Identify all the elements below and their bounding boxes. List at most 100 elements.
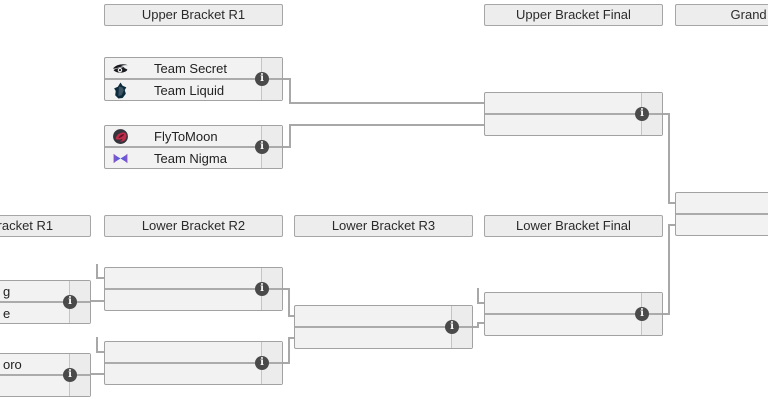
- team-name[interactable]: g: [3, 283, 11, 299]
- header-grand-final: Grand Final: [675, 4, 768, 26]
- team-row-empty: [485, 315, 662, 335]
- match-info-icon[interactable]: i: [635, 107, 649, 121]
- team-row-clipped[interactable]: g: [0, 281, 90, 301]
- row-divider: [485, 113, 662, 115]
- row-divider: [0, 301, 90, 303]
- bracket-connector: [283, 288, 289, 290]
- team-row-empty: [105, 364, 282, 384]
- bracket-connector: [91, 373, 104, 375]
- bracket-connector: [288, 288, 290, 317]
- header-lower-bracket-r2: Lower Bracket R2: [104, 215, 283, 237]
- match-info-icon[interactable]: i: [255, 356, 269, 370]
- team-row-empty: [485, 115, 662, 135]
- match-lb-r1-2: oro i: [0, 353, 91, 397]
- empty-logo-slot: [492, 317, 509, 334]
- score-cell: [69, 376, 90, 396]
- team-row-empty: [676, 193, 768, 213]
- team-liquid-logo: [112, 82, 129, 99]
- row-divider: [105, 78, 282, 80]
- loser-drop-connector: [96, 351, 104, 353]
- match-lb-r3: i: [294, 305, 473, 349]
- team-nigma-logo: [112, 150, 129, 167]
- empty-logo-slot: [112, 270, 129, 287]
- bracket-connector: [289, 102, 484, 104]
- loser-drop-connector: [477, 288, 479, 303]
- bracket-connector: [668, 224, 675, 226]
- team-row-empty: [676, 215, 768, 235]
- empty-logo-slot: [302, 308, 319, 325]
- header-lower-bracket-r3: Lower Bracket R3: [294, 215, 473, 237]
- bracket-connector: [289, 124, 484, 126]
- match-ub-r1-1: Team Secret Team Liquid i: [104, 57, 283, 101]
- bracket-connector: [663, 113, 670, 115]
- bracket-connector: [283, 78, 291, 80]
- empty-logo-slot: [112, 366, 129, 383]
- loser-drop-connector: [96, 264, 98, 279]
- loser-drop-connector: [477, 302, 484, 304]
- bracket-connector: [283, 362, 289, 364]
- score-cell: [261, 364, 282, 384]
- header-upper-bracket-final: Upper Bracket Final: [484, 4, 663, 26]
- empty-logo-slot: [112, 292, 129, 309]
- loser-drop-connector: [96, 277, 104, 279]
- match-info-icon[interactable]: i: [255, 282, 269, 296]
- team-row-team-liquid[interactable]: Team Liquid: [105, 80, 282, 100]
- bracket-connector: [477, 322, 479, 328]
- match-info-icon[interactable]: i: [63, 368, 77, 382]
- bracket-connector: [668, 113, 670, 204]
- score-cell: [451, 328, 472, 348]
- bracket-connector: [289, 124, 291, 148]
- bracket-connector: [288, 315, 294, 317]
- score-cell: [261, 148, 282, 168]
- match-lb-final: i: [484, 292, 663, 336]
- header-lower-bracket-r1: Lower Bracket R1: [0, 215, 91, 237]
- flytomoon-logo: [112, 128, 129, 145]
- row-divider: [676, 213, 768, 215]
- bracket-connector: [473, 326, 479, 328]
- score-cell: [69, 303, 90, 323]
- empty-logo-slot: [302, 330, 319, 347]
- team-name[interactable]: e: [3, 305, 11, 321]
- loser-drop-connector: [96, 337, 98, 352]
- match-grand-final: [675, 192, 768, 236]
- team-row-empty: [105, 290, 282, 310]
- empty-logo-slot: [112, 344, 129, 361]
- bracket-connector: [668, 202, 675, 204]
- team-name[interactable]: oro: [3, 356, 22, 372]
- match-info-icon[interactable]: i: [445, 320, 459, 334]
- team-row-clipped[interactable]: e: [0, 303, 90, 323]
- team-name[interactable]: FlyToMoon: [154, 128, 218, 144]
- match-lb-r2-1: i: [104, 267, 283, 311]
- bracket-connector: [477, 322, 484, 324]
- team-row-clipped[interactable]: [0, 376, 90, 396]
- score-cell: [641, 115, 662, 135]
- bracket-connector: [288, 337, 294, 339]
- header-lower-bracket-final: Lower Bracket Final: [484, 215, 663, 237]
- match-ub-r1-2: FlyToMoon Team Nigma i: [104, 125, 283, 169]
- match-info-icon[interactable]: i: [255, 140, 269, 154]
- bracket-connector: [663, 313, 670, 315]
- empty-logo-slot: [492, 117, 509, 134]
- header-upper-bracket-r1: Upper Bracket R1: [104, 4, 283, 26]
- match-info-icon[interactable]: i: [63, 295, 77, 309]
- team-name[interactable]: Team Liquid: [154, 82, 225, 98]
- empty-logo-slot: [683, 217, 700, 234]
- match-info-icon[interactable]: i: [255, 72, 269, 86]
- empty-logo-slot: [683, 195, 700, 212]
- score-cell: [641, 315, 662, 335]
- score-cell: [261, 80, 282, 100]
- match-lb-r1-1: g e i: [0, 280, 91, 324]
- empty-logo-slot: [492, 295, 509, 312]
- match-ub-final: i: [484, 92, 663, 136]
- bracket-connector: [668, 224, 670, 315]
- row-divider: [105, 362, 282, 364]
- team-name[interactable]: Team Nigma: [154, 150, 227, 166]
- bracket-connector: [288, 337, 290, 364]
- team-row-clipped[interactable]: oro: [0, 354, 90, 374]
- team-row-team-nigma[interactable]: Team Nigma: [105, 148, 282, 168]
- row-divider: [295, 326, 472, 328]
- match-lb-r2-2: i: [104, 341, 283, 385]
- team-name[interactable]: Team Secret: [154, 60, 227, 76]
- match-info-icon[interactable]: i: [635, 307, 649, 321]
